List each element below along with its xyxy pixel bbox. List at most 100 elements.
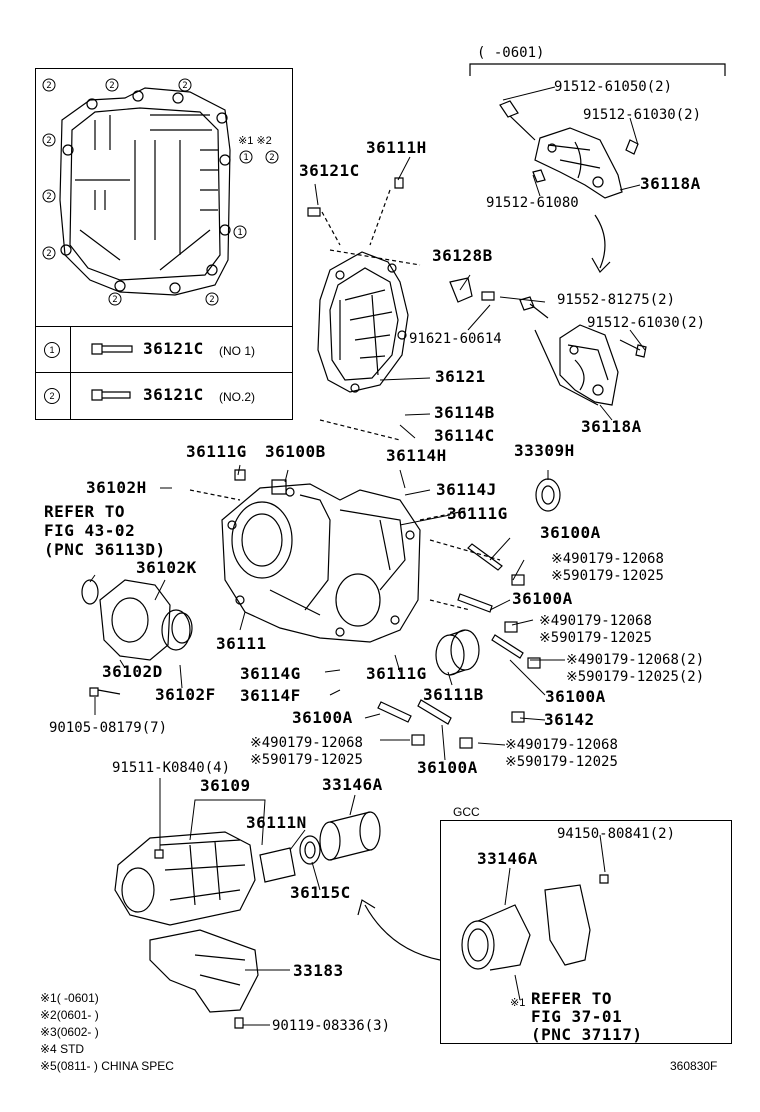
bearing-36111B — [435, 629, 480, 676]
cover-33183 — [149, 929, 259, 1029]
svg-text:1: 1 — [243, 153, 248, 163]
rear-housing-36109 — [114, 831, 256, 926]
part-label: 36121 — [435, 367, 486, 386]
footnote: ※3(0602- ) — [40, 1025, 99, 1039]
part-label: 36128B — [432, 246, 493, 265]
svg-text:2: 2 — [269, 153, 274, 163]
part-label: ※490179-12068(2) — [566, 652, 705, 668]
part-label: 90105-08179(7) — [49, 720, 168, 736]
inset-column-divider — [70, 326, 71, 419]
part-label: 33183 — [293, 961, 344, 980]
part-label: 36114H — [386, 446, 447, 465]
figure-code: 360830F — [670, 1059, 718, 1073]
footnote: ※2(0601- ) — [40, 1008, 99, 1022]
reference-note: (PNC 36113D) — [44, 540, 166, 559]
svg-text:2: 2 — [209, 295, 214, 305]
part-label: 36114J — [436, 480, 497, 499]
reference-mark: ※1 — [510, 997, 526, 1009]
transfer-case-36111 — [189, 419, 501, 643]
reference-note: REFER TO — [44, 502, 126, 521]
inset-cover-drawing: 2 2 2 2 1 2 2 1 2 2 2 — [42, 78, 279, 306]
part-label: 36111G — [186, 442, 247, 461]
part-label: ※590179-12025 — [539, 630, 652, 646]
part-label: 33309H — [514, 441, 575, 460]
inset-row-number: 1 — [44, 342, 60, 358]
seal-33309H — [535, 478, 561, 512]
gcc-panel — [440, 820, 732, 1044]
seal-inner — [541, 485, 555, 505]
gcc-title: GCC — [453, 805, 480, 819]
part-label: ※490179-12068 — [250, 735, 363, 751]
part-label: 36109 — [200, 776, 251, 795]
studs — [377, 543, 541, 749]
svg-text:1: 1 — [237, 228, 242, 238]
footnote: ※4 STD — [40, 1042, 85, 1056]
gcc-parts — [461, 874, 609, 971]
svg-text:2: 2 — [46, 249, 51, 259]
part-label: 36100A — [540, 523, 601, 542]
part-label: 36100A — [512, 589, 573, 608]
svg-text:2: 2 — [46, 136, 51, 146]
part-label: 36100A — [545, 687, 606, 706]
svg-text:2: 2 — [109, 81, 114, 91]
range-bracket — [469, 63, 726, 76]
part-label: 36118A — [581, 417, 642, 436]
part-label: 36102K — [136, 558, 197, 577]
svg-text:2: 2 — [46, 192, 51, 202]
part-label: 36100A — [292, 708, 353, 727]
part-label: ※590179-12025(2) — [566, 669, 705, 685]
svg-text:2: 2 — [112, 295, 117, 305]
inset-callout-marks: ※1 ※2 — [238, 135, 272, 147]
svg-text:2: 2 — [182, 81, 187, 91]
part-label: 33146A — [477, 849, 538, 868]
part-label: 36111 — [216, 634, 267, 653]
part-label: 36114B — [434, 403, 495, 422]
part-label: ※490179-12068 — [505, 737, 618, 753]
part-label: 36118A — [640, 174, 701, 193]
part-label: 36114C — [434, 426, 495, 445]
inset-row-note: (NO 1) — [219, 344, 255, 358]
inset-row-label: 36121C — [143, 339, 204, 358]
part-label: ※590179-12025 — [505, 754, 618, 770]
svg-text:2: 2 — [46, 81, 51, 91]
part-label: ※590179-12025 — [551, 568, 664, 584]
part-label: 36102D — [102, 662, 163, 681]
part-label: 36142 — [544, 710, 595, 729]
part-label: 91511-K0840(4) — [112, 760, 231, 776]
part-label: 36111G — [366, 664, 427, 683]
part-label: ※490179-12068 — [551, 551, 664, 567]
reference-note: FIG 43-02 — [44, 521, 136, 540]
part-label: 91621-60614 — [409, 331, 502, 347]
gcc-arrow — [357, 899, 441, 961]
reference-note: FIG 37-01 — [531, 1007, 623, 1026]
part-label: 33146A — [322, 775, 383, 794]
part-label: 90119-08336(3) — [272, 1018, 391, 1034]
arrow-down — [591, 214, 611, 273]
part-label: 36111B — [423, 685, 484, 704]
part-label: 36111G — [447, 504, 508, 523]
leader-lines — [89, 86, 646, 1026]
part-label: 91512-61030(2) — [587, 315, 706, 331]
footnote: ※5(0811- ) CHINA SPEC — [40, 1059, 174, 1073]
cover-36121 — [307, 177, 421, 393]
part-label: 91552-81275(2) — [557, 292, 676, 308]
footnote: ※1( -0601) — [40, 991, 99, 1005]
bracket-36118A-upper — [499, 100, 639, 199]
reference-note: (PNC 37117) — [531, 1025, 643, 1044]
model-range: ( -0601) — [477, 45, 545, 61]
part-label: 36111H — [366, 138, 427, 157]
part-label: 91512-61050(2) — [554, 79, 673, 95]
inset-divider — [36, 326, 292, 327]
part-label: 36111N — [246, 813, 307, 832]
part-label: 36102H — [86, 478, 147, 497]
part-label: 36121C — [299, 161, 360, 180]
bracket-36118A-lower — [519, 296, 647, 406]
part-label: 91512-61030(2) — [583, 107, 702, 123]
reference-note: REFER TO — [531, 989, 613, 1008]
inset-panel — [35, 68, 293, 420]
inset-row-note: (NO.2) — [219, 390, 255, 404]
part-label: 36102F — [155, 685, 216, 704]
part-label: ※490179-12068 — [539, 613, 652, 629]
part-36128B — [449, 277, 495, 303]
